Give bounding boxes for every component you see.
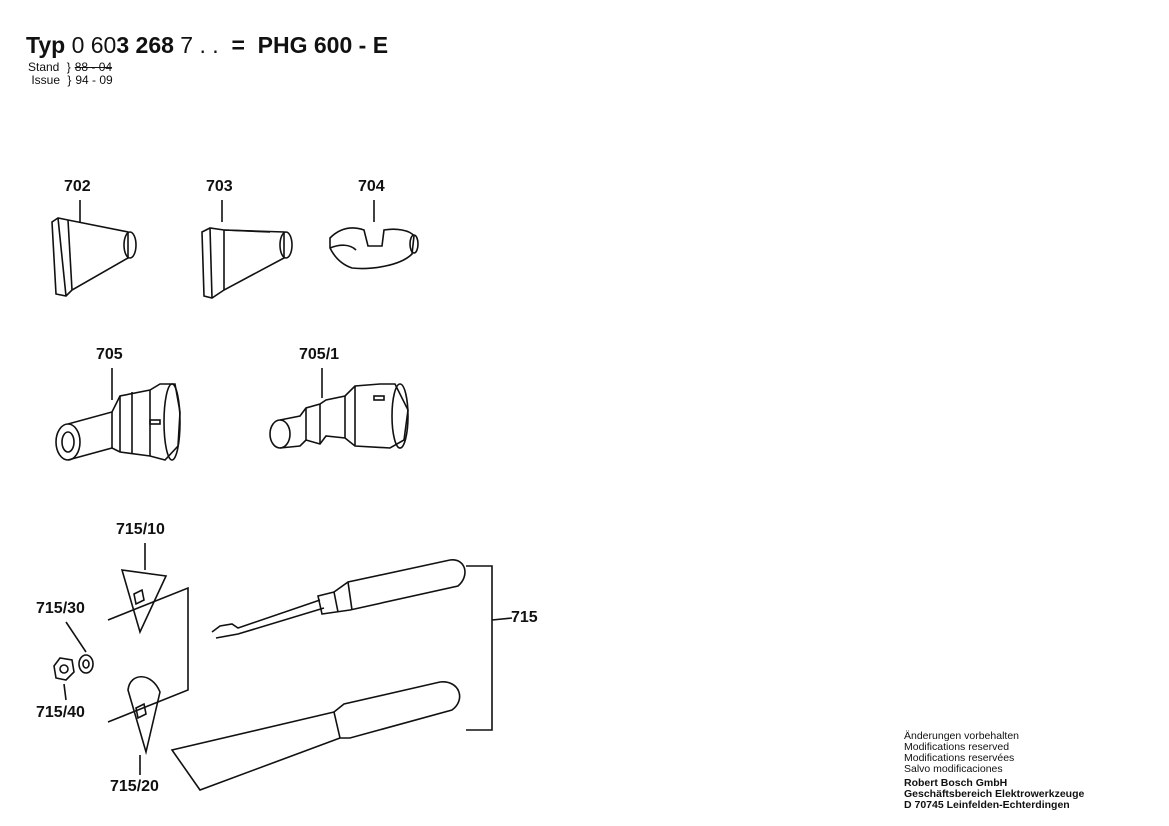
part-label-715: 715 xyxy=(511,609,538,626)
revision-info: Stand }88 - 04 Issue }94 - 09 xyxy=(28,60,113,87)
equals-sign: = xyxy=(231,32,245,58)
company-address: D 70745 Leinfelden-Echterdingen xyxy=(904,799,1070,811)
part-label-715-40: 715/40 xyxy=(36,704,85,721)
part-label-705: 705 xyxy=(96,346,123,363)
notice-french: Modifications reservées xyxy=(904,752,1015,764)
part-label-703: 703 xyxy=(206,178,233,195)
part-label-705-1: 705/1 xyxy=(299,346,340,363)
part-label-715-30: 715/30 xyxy=(36,600,85,617)
company-division: Geschäftsbereich Elektrowerkzeuge xyxy=(904,788,1085,800)
notice-spanish: Salvo modificaciones xyxy=(904,763,1003,775)
stand-label: Stand xyxy=(28,60,60,74)
part-number-bold: 3 268 xyxy=(116,32,174,58)
part-703-drawing xyxy=(201,200,293,299)
part-705-drawing xyxy=(55,368,181,461)
footer-notice: Änderungen vorbehalten Modifications res… xyxy=(904,731,1084,811)
issue-label: Issue xyxy=(31,73,61,87)
part-number-suffix: 7 . . xyxy=(180,32,219,58)
typ-label: Typ xyxy=(26,32,66,58)
part-label-702: 702 xyxy=(64,178,91,195)
model-name: PHG 600 - E xyxy=(257,32,389,58)
notice-german: Änderungen vorbehalten xyxy=(904,730,1020,742)
document-title: Typ 0 603 268 7 . . = PHG 600 - E xyxy=(26,32,388,59)
stand-date: 88 - 04 xyxy=(74,60,113,74)
company-name: Robert Bosch GmbH xyxy=(904,777,1008,789)
part-label-704: 704 xyxy=(358,178,385,195)
part-705-1-drawing xyxy=(269,368,409,449)
part-702-drawing xyxy=(51,200,137,297)
part-704-drawing xyxy=(329,200,419,270)
notice-english: Modifications reserved xyxy=(904,741,1010,753)
part-number-light: 0 60 xyxy=(71,32,117,58)
issue-date: 94 - 09 xyxy=(75,73,113,87)
part-label-715-20: 715/20 xyxy=(110,778,159,795)
scraper-assembly-drawing xyxy=(53,543,513,791)
part-label-715-10: 715/10 xyxy=(116,521,165,538)
